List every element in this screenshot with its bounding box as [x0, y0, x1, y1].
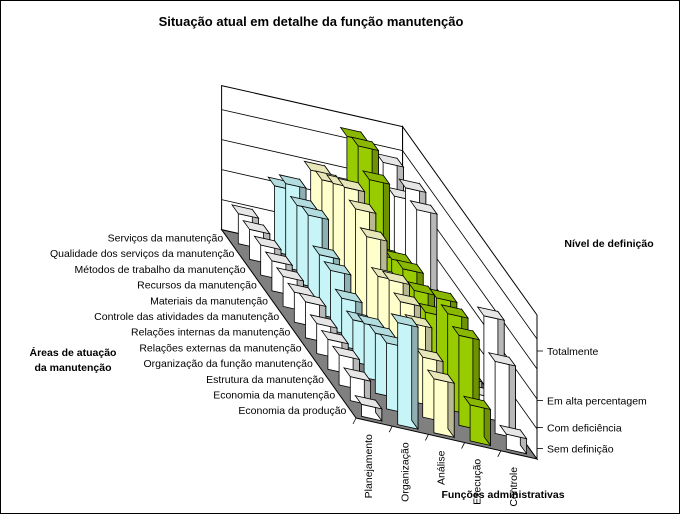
- bar-top-face: [331, 345, 361, 361]
- row-label: Relações internas da manutenção: [131, 327, 291, 339]
- row-labels: Economia da produção Economia da manutenç…: [50, 233, 347, 418]
- row-label: Qualidade dos serviços da manutenção: [50, 248, 235, 260]
- bar-top-face: [359, 227, 388, 242]
- column-labels: Planejamento Organização Análise Execução Co…: [352, 417, 520, 507]
- bar-0-0: [354, 394, 383, 423]
- bar-top-face: [343, 367, 372, 382]
- bar-0-1: [390, 313, 419, 431]
- column-label: Execução: [472, 459, 484, 505]
- bar-top-face: [350, 136, 380, 152]
- bar-top-face: [440, 304, 469, 319]
- bar-top-face: [390, 313, 419, 328]
- bar-top-face: [264, 251, 294, 266]
- bar-0-2: [426, 369, 456, 439]
- column-label: Análise: [436, 450, 448, 485]
- column-tick: [352, 417, 357, 425]
- z-level-label: Em alta percentagem: [547, 396, 647, 408]
- row-label: Relações externas da manutenção: [139, 342, 301, 354]
- z-axis-title: Nível de definição: [564, 238, 653, 250]
- bar-1-4: [487, 352, 517, 440]
- bar-0-3: [462, 395, 492, 447]
- bar-side-face: [411, 317, 419, 431]
- bar-top-face: [426, 369, 456, 384]
- gridline: [221, 109, 538, 340]
- bar-0-4: [499, 424, 528, 455]
- bar-top-face: [323, 260, 352, 276]
- bar-top-face: [362, 170, 391, 185]
- row-axis-title-line2: da manutenção: [34, 362, 111, 374]
- bar-top-face: [395, 259, 425, 274]
- chart-bars: [231, 126, 528, 455]
- bar-side-face: [447, 373, 455, 439]
- column-axis-title: Funções administrativas: [441, 489, 564, 501]
- column-tick: [497, 450, 502, 457]
- row-label: Controle das atividades da manutenção: [94, 311, 279, 323]
- row-label: Economia da manutenção: [213, 389, 335, 401]
- column-tick: [388, 426, 393, 433]
- bar-top-face: [242, 219, 271, 235]
- row-label: Organização da função manutenção: [144, 358, 313, 370]
- row-label: Materiais da manutenção: [150, 295, 268, 307]
- row-label: Recursos da manutenção: [137, 280, 257, 292]
- bar-top-face: [354, 394, 383, 410]
- z-level-label: Com deficiência: [547, 423, 622, 435]
- row-axis-title: Áreas de atuação: [30, 346, 117, 359]
- z-level-label: Totalmente: [547, 346, 599, 358]
- row-label: Economia da produção: [238, 405, 346, 417]
- bar-top-face: [278, 174, 307, 189]
- bar-top-face: [462, 395, 492, 411]
- bar-top-face: [429, 288, 458, 304]
- row-label: Estrutura da manutenção: [206, 374, 324, 386]
- bar-top-face: [348, 199, 377, 215]
- bar-top-face: [476, 306, 506, 321]
- chart-title: Situação atual em detalhe da função manu…: [159, 14, 464, 29]
- bar-side-face: [508, 356, 516, 440]
- bar-top-face: [334, 288, 363, 304]
- bar-top-face: [275, 267, 305, 282]
- bar-top-face: [312, 245, 341, 260]
- bar-top-face: [393, 292, 422, 307]
- bar-top-face: [487, 352, 517, 367]
- bar-top-face: [398, 178, 427, 194]
- bar-top-face: [499, 424, 528, 440]
- row-label: Serviços da manutenção: [108, 233, 224, 245]
- row-label: Métodos de trabalho da manutenção: [75, 264, 246, 276]
- column-label: Organização: [399, 442, 411, 502]
- bar-top-face: [381, 270, 411, 286]
- column-label: Controle: [508, 467, 520, 507]
- bar-top-face: [415, 347, 444, 363]
- z-level-labels: Sem definição Com deficiência Em alta perc…: [537, 346, 647, 456]
- bar-top-face: [231, 204, 260, 219]
- bar-top-face: [451, 325, 481, 341]
- bar-top-face: [300, 205, 330, 221]
- bar-top-face: [253, 235, 282, 251]
- column-tick: [425, 434, 429, 441]
- column-tick: [461, 442, 465, 449]
- column-label: Planejamento: [363, 434, 375, 498]
- bar-top-face: [298, 292, 327, 308]
- z-level-label: Sem definição: [547, 444, 614, 456]
- bar-10-0: [242, 219, 271, 266]
- bar-top-face: [320, 329, 350, 345]
- bar-top-face: [409, 200, 438, 215]
- bar-top-face: [309, 314, 338, 329]
- bar-top-face: [337, 177, 366, 193]
- bar-top-face: [375, 153, 405, 168]
